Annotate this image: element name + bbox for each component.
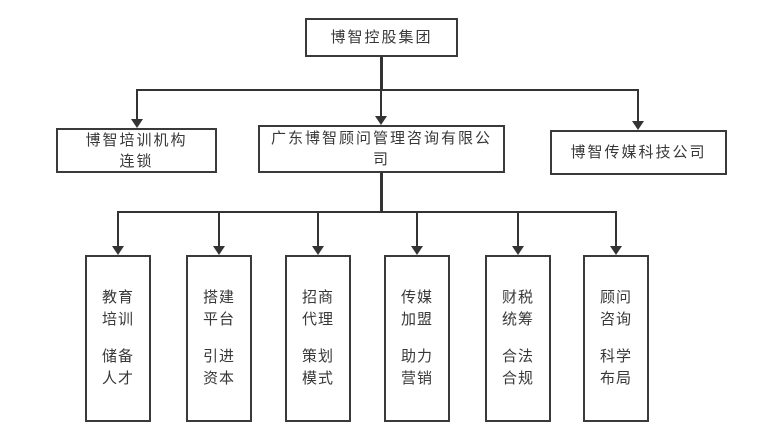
connector-drop-3	[317, 211, 319, 246]
node-label-line: 顾问	[599, 289, 632, 306]
node-label-line: 合法	[501, 348, 534, 365]
node-label-line: 咨询	[599, 311, 632, 328]
node-label: 博智控股集团	[330, 29, 433, 46]
node-label-line: 合规	[501, 370, 534, 387]
node-media-tech-company: 博智传媒科技公司	[550, 130, 727, 175]
node-label-line: 代理	[301, 311, 334, 328]
node-label-line: 科学	[599, 348, 632, 365]
node-phrase: 引进 资本	[203, 346, 235, 390]
node-label-line: 财税	[501, 289, 534, 306]
node-phrase: 顾问 咨询	[600, 287, 632, 331]
node-label-line: 平台	[202, 311, 235, 328]
node-label-line: 营销	[400, 370, 433, 387]
node-label-line: 广东博智顾问管理咨询有限公	[270, 130, 492, 147]
node-label-line: 资本	[202, 370, 235, 387]
node-platform-capital: 搭建 平台 引进 资本	[186, 255, 252, 422]
node-phrase: 策划 模式	[302, 346, 334, 390]
node-phrase: 财税 统筹	[502, 287, 534, 331]
arrow-down-icon	[375, 116, 387, 125]
node-label-line: 教育	[101, 289, 134, 306]
node-label-line: 培训	[101, 311, 134, 328]
connector-drop-5	[517, 211, 519, 246]
node-phrase: 助力 营销	[401, 346, 433, 390]
node-education-training: 教育 培训 储备 人才	[85, 255, 151, 422]
connector-drop-2	[218, 211, 220, 246]
arrow-down-icon	[213, 246, 225, 255]
node-holding-group: 博智控股集团	[305, 18, 458, 57]
node-label-line: 加盟	[400, 311, 433, 328]
node-label-line: 助力	[400, 348, 433, 365]
connector-root-trunk	[380, 57, 383, 91]
node-media-marketing: 传媒 加盟 助力 营销	[384, 255, 450, 422]
node-agency-planning: 招商 代理 策划 模式	[285, 255, 351, 422]
node-phrase: 科学 布局	[600, 346, 632, 390]
arrow-down-icon	[131, 119, 143, 128]
connector-mid-trunk	[380, 173, 383, 213]
arrow-down-icon	[312, 246, 324, 255]
arrow-down-icon	[112, 246, 124, 255]
node-label-line: 人才	[101, 370, 134, 387]
arrow-down-icon	[610, 246, 622, 255]
node-phrase: 传媒 加盟	[401, 287, 433, 331]
node-phrase: 合法 合规	[502, 346, 534, 390]
connector-drop-4	[416, 211, 418, 246]
connector-drop-right	[637, 89, 639, 121]
node-advisory-layout: 顾问 咨询 科学 布局	[583, 255, 649, 422]
node-phrase: 招商 代理	[302, 287, 334, 331]
connector-drop-1	[117, 211, 119, 246]
node-phrase: 储备 人才	[102, 346, 134, 390]
node-consulting-company: 广东博智顾问管理咨询有限公 司	[258, 125, 505, 173]
node-phrase: 搭建 平台	[203, 287, 235, 331]
node-label-line: 统筹	[501, 311, 534, 328]
node-label-line: 引进	[202, 348, 235, 365]
node-label-line: 布局	[599, 370, 632, 387]
node-training-chain: 博智培训机构 连锁	[56, 128, 217, 173]
arrow-down-icon	[512, 246, 524, 255]
node-finance-compliance: 财税 统筹 合法 合规	[485, 255, 551, 422]
connector-level2-rail	[136, 89, 639, 91]
connector-drop-left	[136, 89, 138, 119]
node-label-line: 博智传媒科技公司	[570, 144, 707, 161]
node-label-line: 策划	[301, 348, 334, 365]
node-label-line: 司	[372, 151, 390, 168]
connector-level3-rail	[117, 211, 617, 213]
node-label-line: 博智培训机构	[85, 131, 188, 149]
node-label-line: 招商	[301, 289, 334, 306]
node-label-line: 搭建	[202, 289, 235, 306]
node-label-line: 储备	[101, 348, 134, 365]
arrow-down-icon	[632, 121, 644, 130]
connector-drop-6	[615, 211, 617, 246]
connector-drop-mid	[380, 89, 382, 116]
node-label-line: 模式	[301, 370, 334, 387]
arrow-down-icon	[411, 246, 423, 255]
node-label-line: 连锁	[119, 152, 154, 170]
node-phrase: 教育 培训	[102, 287, 134, 331]
node-label-line: 传媒	[400, 289, 433, 306]
